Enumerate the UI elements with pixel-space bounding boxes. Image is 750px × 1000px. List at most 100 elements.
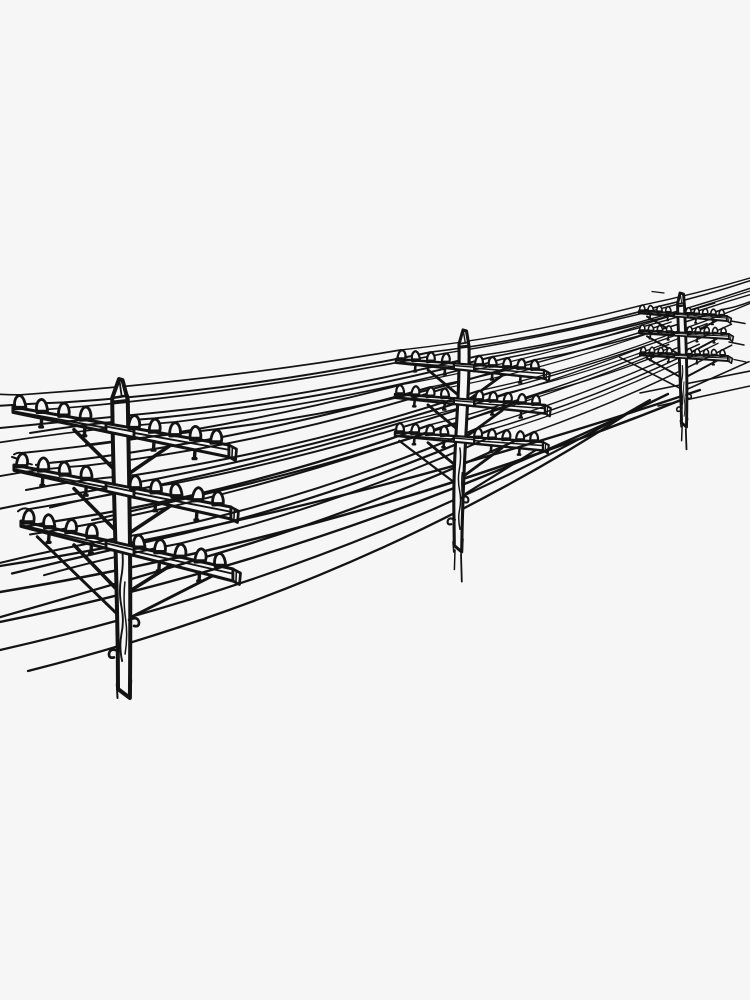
insulator: [656, 305, 663, 314]
telephone-wire: [492, 302, 716, 358]
insulator: [85, 522, 99, 540]
insulator: [502, 357, 513, 369]
telephone-wire: [533, 344, 733, 433]
insulator: [647, 324, 655, 333]
insulator: [639, 346, 647, 355]
insulator: [425, 351, 436, 364]
insulator: [719, 348, 727, 358]
pole-base-fray: [679, 419, 682, 428]
crossarm-brace: [35, 535, 121, 618]
crossarm-brace: [682, 360, 750, 392]
insulator-peg: [38, 416, 45, 429]
crossarm-front: [104, 481, 136, 499]
pole-cap: [676, 304, 686, 308]
telephone-wire: [0, 354, 480, 429]
pole-base-fray: [129, 679, 133, 697]
insulator: [410, 423, 421, 436]
telephone-wire: [0, 351, 432, 407]
insulator: [516, 393, 527, 405]
telephone-wire: [477, 343, 700, 429]
wire-dash: [651, 290, 665, 294]
pole-right: [673, 291, 693, 451]
crossarm: [546, 406, 549, 416]
insulator-peg: [87, 543, 95, 555]
insulator: [686, 325, 693, 335]
insulator: [488, 391, 499, 403]
wire-dash: [730, 320, 746, 325]
insulator: [693, 307, 701, 316]
telephone-wire: [505, 342, 719, 431]
insulator-peg: [191, 448, 198, 461]
wood-grain: [461, 471, 465, 525]
crossarm: [728, 316, 730, 323]
insulator: [440, 352, 451, 365]
insulator: [703, 326, 711, 335]
pole-cap: [680, 294, 683, 304]
wire-dash: [733, 358, 747, 363]
insulator: [638, 324, 646, 333]
telephone-wire: [34, 386, 432, 466]
insulator: [439, 387, 451, 400]
telephone-wire: [399, 346, 644, 424]
pole-base-fray: [684, 428, 688, 451]
insulator: [664, 305, 672, 315]
pole-cap: [118, 380, 123, 396]
crossarm-front: [673, 354, 689, 357]
bypass-wire: [0, 396, 688, 594]
insulator: [711, 326, 719, 335]
insulator: [190, 486, 205, 503]
crossarm-front: [105, 425, 135, 433]
insulator: [473, 354, 485, 367]
insulator: [666, 347, 673, 356]
insulator: [515, 430, 526, 443]
insulator-peg: [710, 318, 714, 326]
insulator-peg: [711, 359, 715, 366]
crossarm: [730, 334, 732, 341]
insulator: [35, 398, 49, 415]
telephone-wire: [430, 279, 750, 353]
insulator-peg: [39, 475, 46, 488]
pole-cap: [458, 341, 470, 345]
crossarm-front: [673, 332, 689, 335]
insulator-peg: [411, 436, 417, 446]
pole-cap: [110, 394, 130, 400]
insulator: [718, 308, 726, 318]
telephone-wire: [29, 424, 446, 536]
insulator: [487, 356, 498, 368]
insulator: [720, 326, 727, 336]
insulator: [153, 538, 167, 555]
pole-base-fray: [461, 538, 464, 551]
insulator: [694, 326, 702, 335]
insulator: [78, 405, 93, 422]
telephone-wire: [43, 429, 507, 577]
step-hook: [459, 495, 470, 504]
poles: [104, 291, 693, 700]
insulator: [685, 347, 693, 357]
telephone-wire: [478, 302, 750, 392]
insulator: [473, 427, 484, 440]
crossarm-front: [453, 399, 475, 403]
pole-base-fray: [453, 549, 456, 571]
bypass-wire: [0, 392, 670, 624]
insulator: [425, 386, 436, 399]
insulator: [149, 478, 163, 495]
pole-left: [104, 377, 141, 700]
telephone-wire: [429, 321, 672, 388]
pole-cap: [110, 399, 130, 405]
insulator: [13, 394, 28, 411]
wood-grain: [123, 581, 128, 655]
crossarm-front: [453, 364, 475, 368]
step-hook: [446, 517, 457, 526]
pole-base-fray: [686, 417, 689, 426]
wood-grain: [683, 381, 686, 417]
crossarm-brace: [72, 486, 121, 536]
insulator: [127, 414, 142, 431]
crossarm: [729, 356, 731, 363]
insulator-peg: [193, 509, 200, 522]
crossarm-front: [105, 485, 135, 493]
insulator: [501, 429, 512, 442]
insulator: [395, 384, 406, 397]
insulator-peg: [45, 532, 52, 544]
insulator: [173, 542, 188, 559]
wood-grain: [457, 447, 462, 531]
